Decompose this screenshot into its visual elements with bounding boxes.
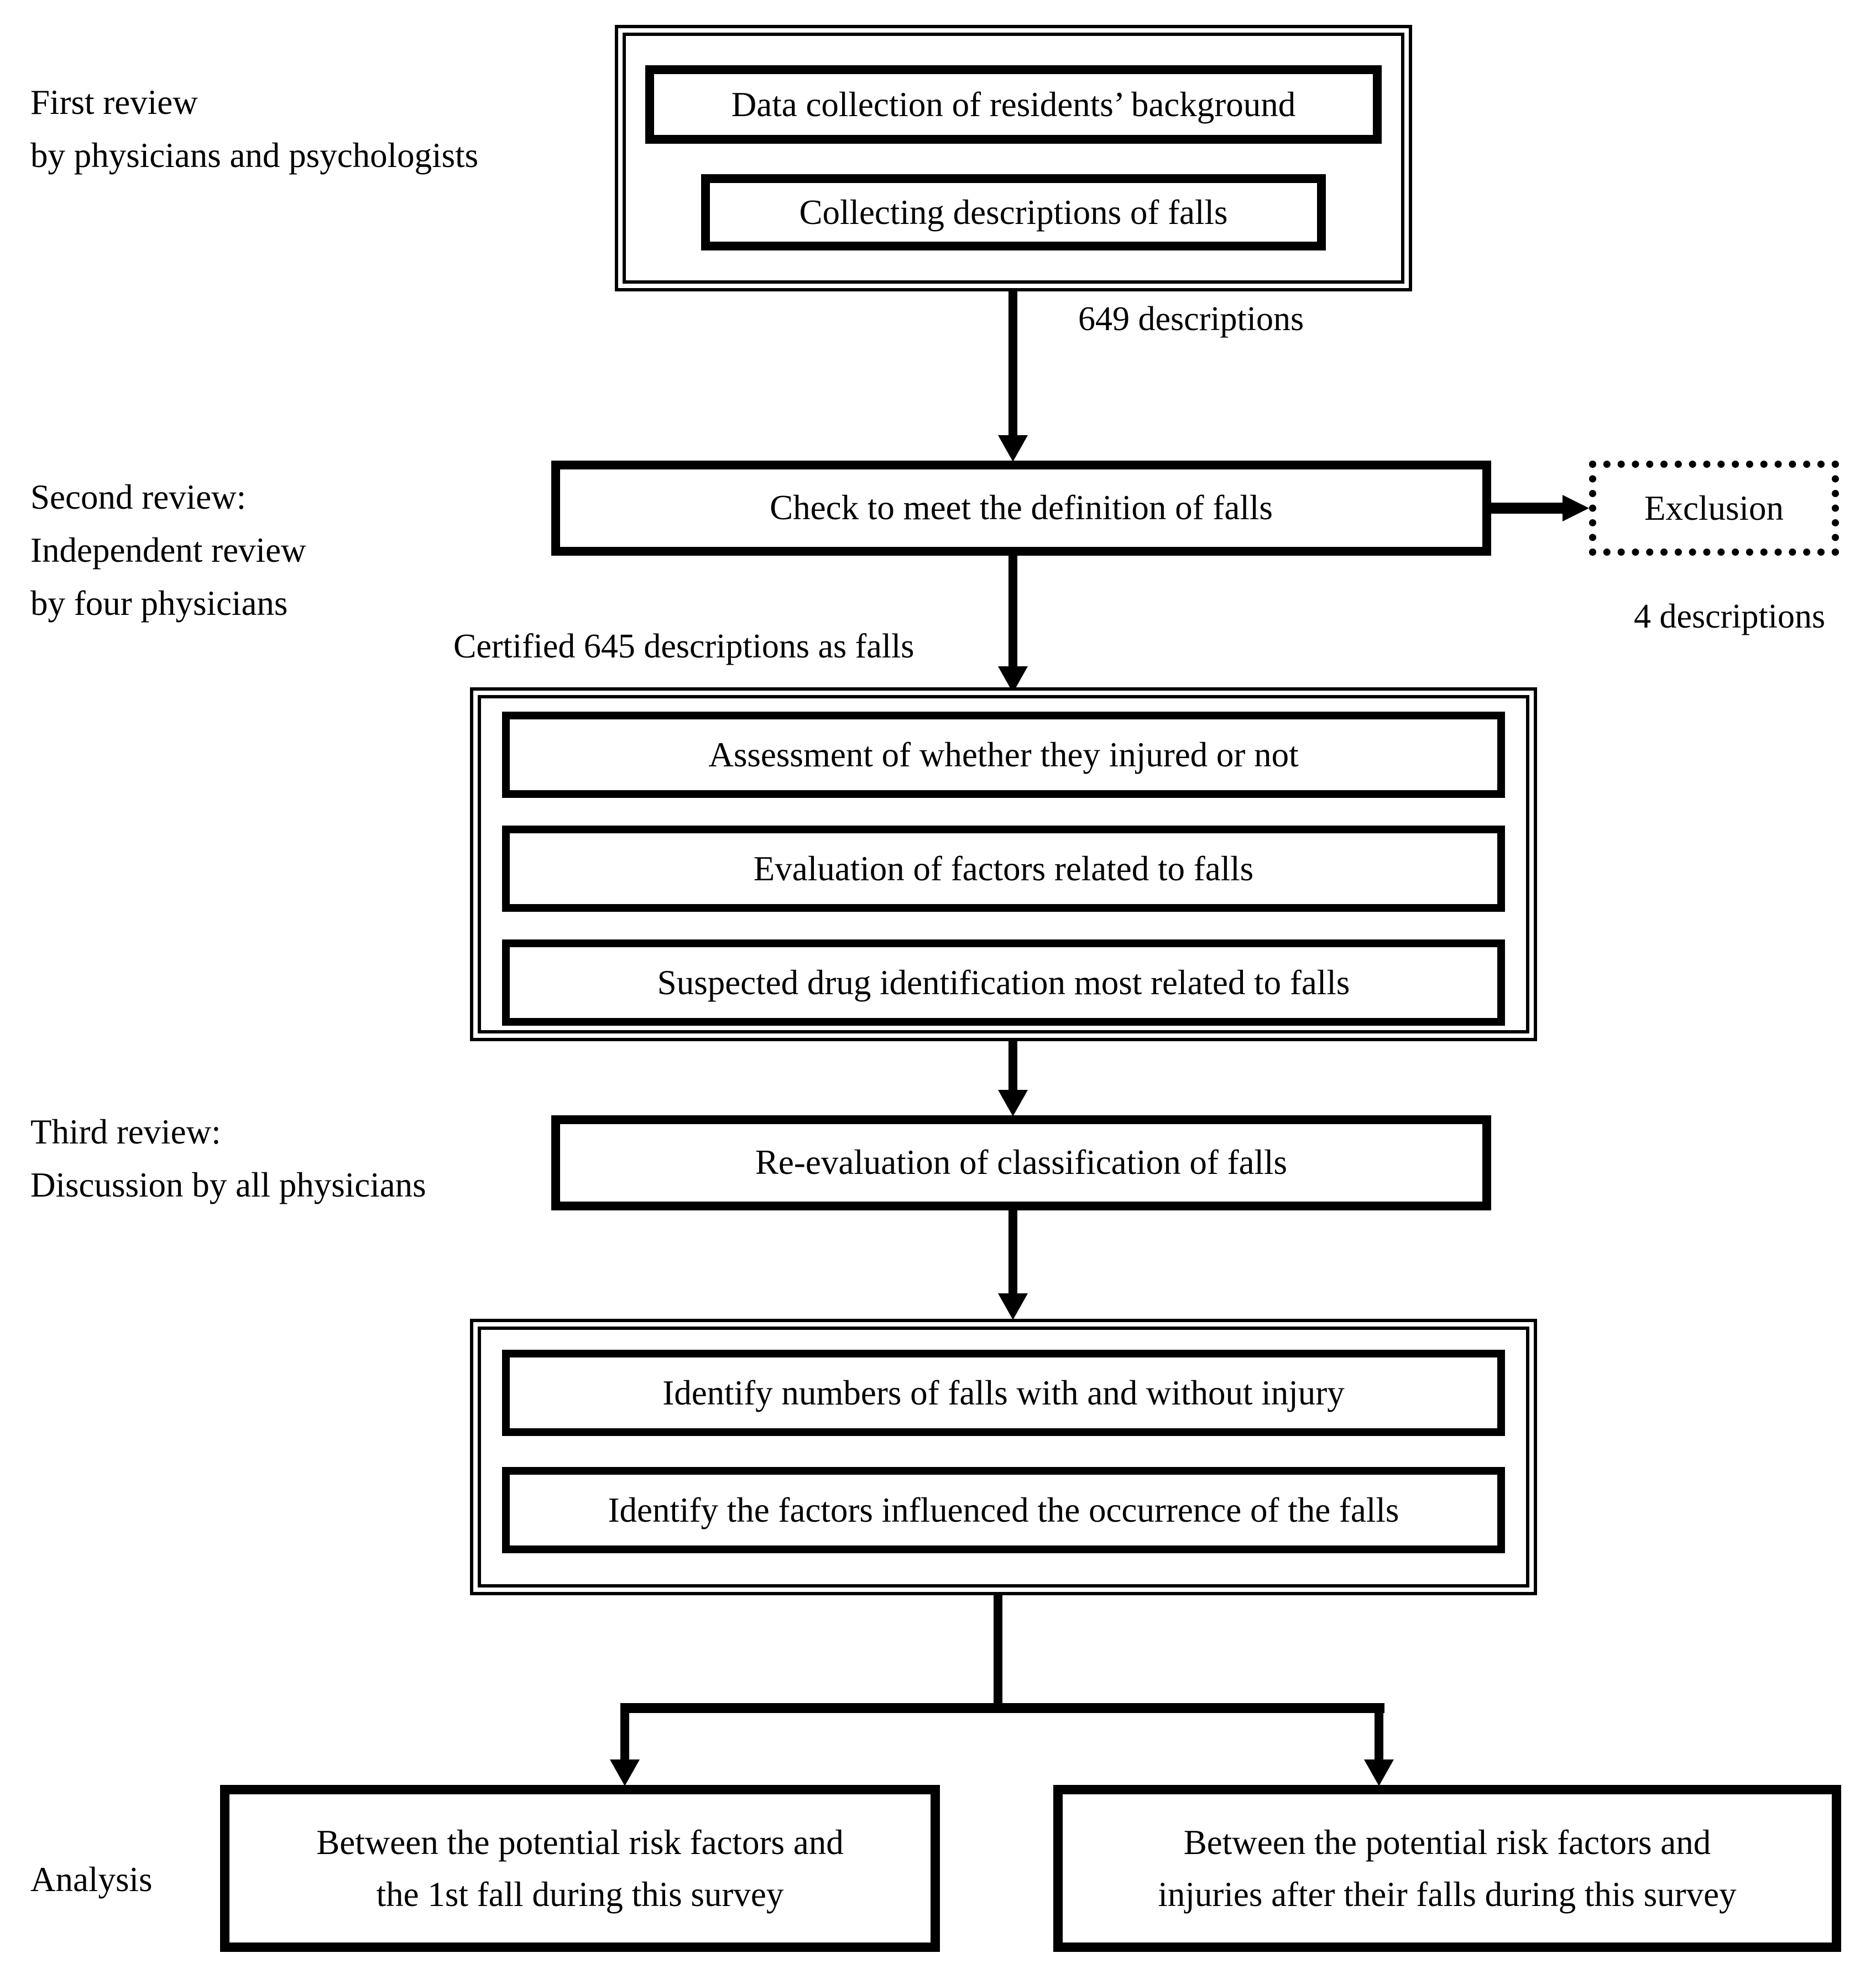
second-review-container-inner: Assessment of whether they injured or no… <box>478 695 1529 1033</box>
annotation-certified-645: Certified 645 descriptions as falls <box>453 628 915 665</box>
second-review-container: Assessment of whether they injured or no… <box>470 687 1537 1041</box>
first-review-container-inner: Data collection of residents’ background… <box>623 33 1404 284</box>
suspected-drug-text: Suspected drug identification most relat… <box>657 963 1350 1002</box>
collecting-falls-box: Collecting descriptions of falls <box>701 174 1326 250</box>
exclusion-box: Exclusion <box>1589 461 1839 556</box>
arrowhead-down-icon <box>998 1090 1028 1116</box>
data-collection-box: Data collection of residents’ background <box>645 65 1382 144</box>
annotation-649-descriptions: 649 descriptions <box>1078 300 1304 338</box>
arrowhead-down-icon <box>998 1293 1028 1320</box>
exclusion-text: Exclusion <box>1644 488 1784 528</box>
stage-label-third-review: Third review: Discussion by all physicia… <box>30 1113 426 1204</box>
check-definition-box: Check to meet the definition of falls <box>551 461 1491 556</box>
identify-container-inner: Identify numbers of falls with and witho… <box>478 1327 1529 1588</box>
analysis-left-box: Between the potential risk factors and t… <box>220 1785 940 1952</box>
stage-label-analysis: Analysis <box>30 1860 153 1899</box>
analysis-right-text: Between the potential risk factors and i… <box>1158 1823 1737 1914</box>
arrowhead-down-icon <box>610 1759 640 1786</box>
arrowhead-down-icon <box>998 435 1028 462</box>
identify-container: Identify numbers of falls with and witho… <box>470 1319 1537 1595</box>
connector-check-to-assessment <box>1008 556 1017 667</box>
connector-assessment-to-reevaluation <box>1008 1041 1017 1092</box>
analysis-right-box: Between the potential risk factors and i… <box>1053 1785 1841 1952</box>
analysis-left-text: Between the potential risk factors and t… <box>316 1823 844 1914</box>
evaluation-factors-box: Evaluation of factors related to falls <box>502 826 1505 912</box>
annotation-4-descriptions: 4 descriptions <box>1634 598 1826 635</box>
identify-factors-box: Identify the factors influenced the occu… <box>502 1467 1505 1553</box>
connector-check-to-exclusion <box>1491 503 1564 514</box>
stage-label-first-review: First review by physicians and psycholog… <box>30 83 479 175</box>
connector-identify-stem <box>994 1595 1002 1710</box>
identify-numbers-text: Identify numbers of falls with and witho… <box>662 1373 1345 1412</box>
collecting-falls-text: Collecting descriptions of falls <box>799 192 1228 232</box>
connector-branch-left <box>620 1712 629 1762</box>
arrowhead-down-icon <box>1364 1759 1394 1786</box>
reevaluation-box: Re-evaluation of classification of falls <box>551 1115 1491 1210</box>
check-definition-text: Check to meet the definition of falls <box>770 488 1273 528</box>
connector-split-bar <box>620 1703 1384 1713</box>
identify-numbers-box: Identify numbers of falls with and witho… <box>502 1350 1505 1436</box>
connector-reevaluation-to-identify <box>1008 1210 1017 1294</box>
assessment-injured-text: Assessment of whether they injured or no… <box>708 735 1299 774</box>
suspected-drug-box: Suspected drug identification most relat… <box>502 939 1505 1026</box>
identify-factors-text: Identify the factors influenced the occu… <box>608 1490 1399 1529</box>
reevaluation-text: Re-evaluation of classification of falls <box>755 1143 1288 1182</box>
stage-label-second-review: Second review: Independent review by fou… <box>30 478 306 623</box>
evaluation-factors-text: Evaluation of factors related to falls <box>753 849 1254 888</box>
connector-branch-right <box>1375 1712 1383 1762</box>
first-review-container: Data collection of residents’ background… <box>615 25 1412 291</box>
data-collection-text: Data collection of residents’ background <box>731 85 1296 124</box>
assessment-injured-box: Assessment of whether they injured or no… <box>502 712 1505 798</box>
arrowhead-right-icon <box>1563 495 1589 521</box>
connector-first-to-check <box>1008 291 1017 436</box>
